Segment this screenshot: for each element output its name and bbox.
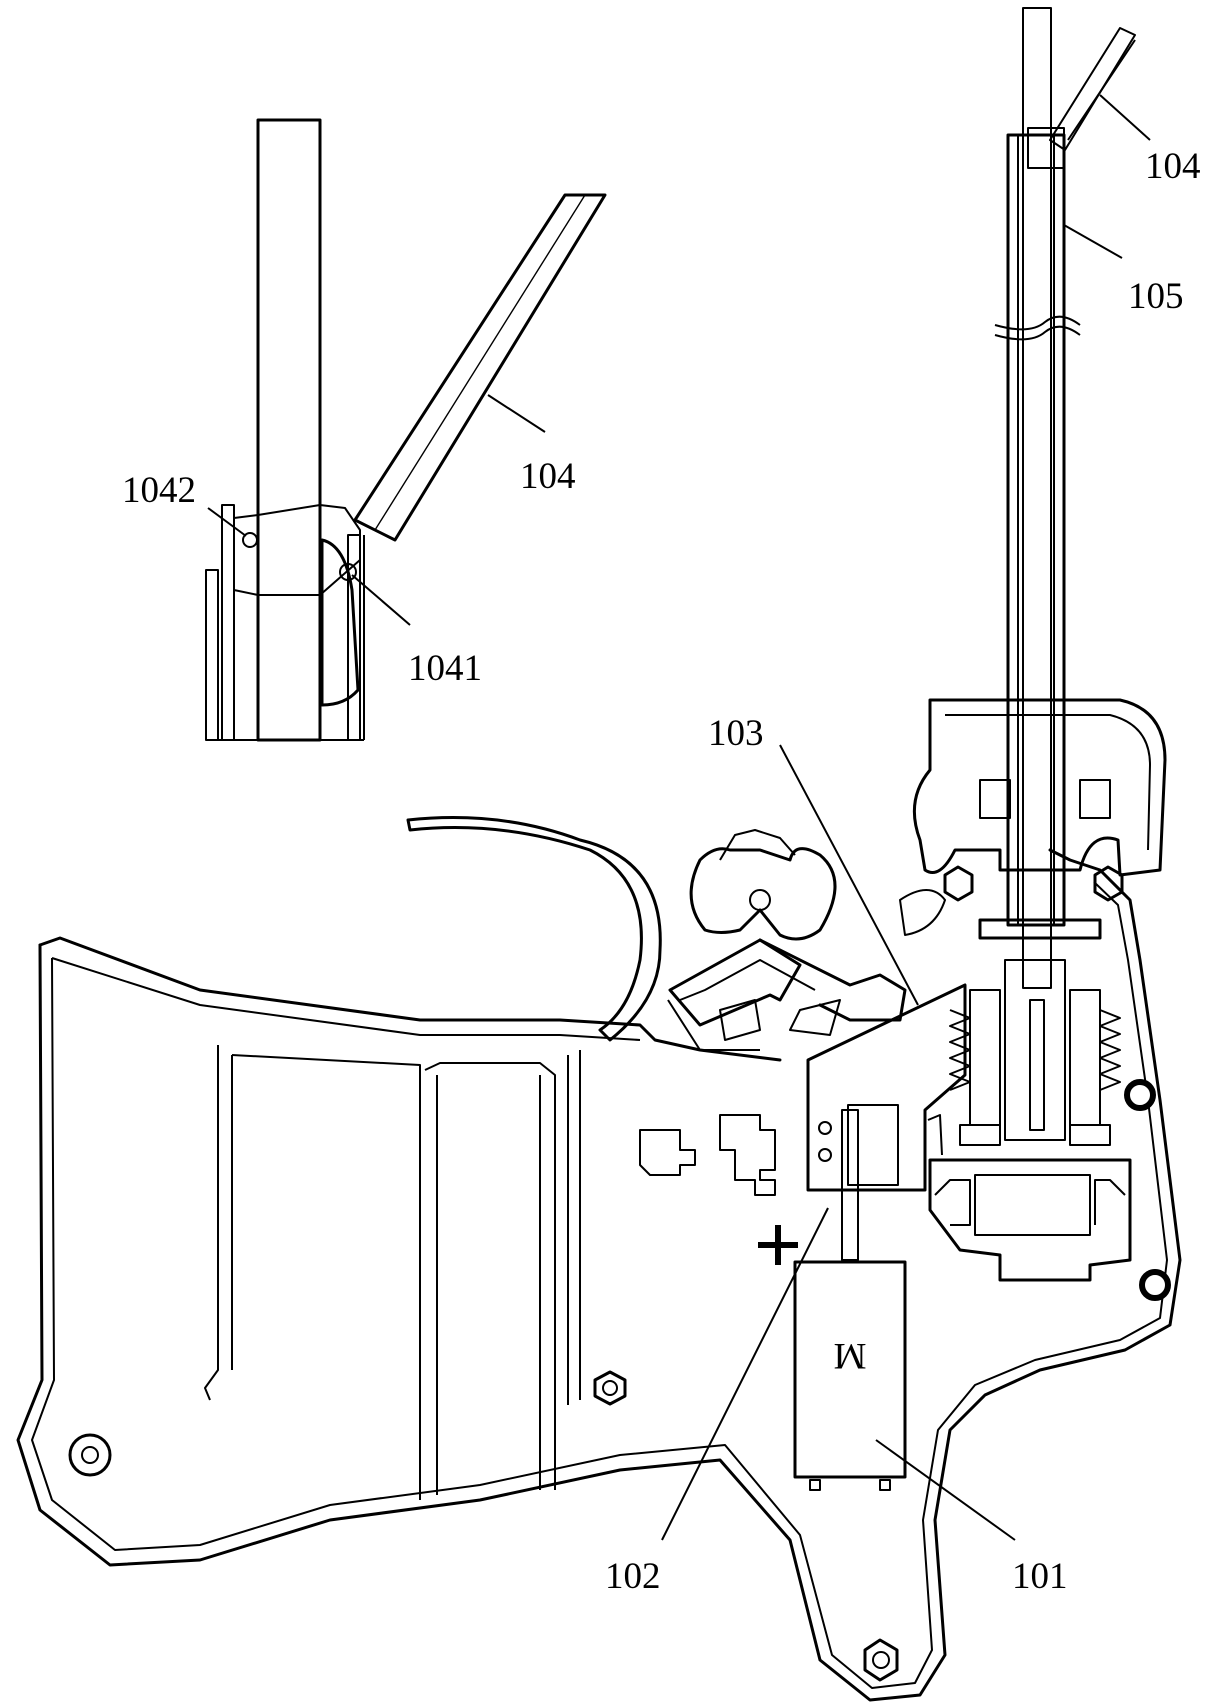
label-104-inset: 104 (520, 456, 576, 497)
housing-screw-mid (595, 1372, 625, 1404)
label-1041: 1041 (408, 648, 482, 689)
clip-parts (640, 1115, 775, 1195)
motor-mark: M (834, 1335, 867, 1376)
springs (950, 1010, 1120, 1090)
leader-1042 (208, 508, 246, 536)
inset-detail-view (206, 120, 605, 740)
handle-housing (18, 818, 1180, 1701)
hex-nut-left (945, 867, 972, 900)
housing-screw-left (70, 1435, 110, 1475)
inset-rod (258, 120, 320, 740)
lower-coupling (930, 1160, 1130, 1280)
label-101: 101 (1012, 1556, 1068, 1597)
motor: M (795, 1262, 905, 1490)
plus-mark (758, 1225, 798, 1265)
label-105: 105 (1128, 276, 1184, 317)
instrument-shaft (995, 8, 1135, 988)
label-103: 103 (708, 713, 764, 754)
leader-104-inset (488, 395, 545, 432)
label-102: 102 (605, 1556, 661, 1597)
shaft-tip-blade (1050, 28, 1135, 150)
inset-hinge-bracket (234, 505, 360, 595)
housing-ribs (205, 1045, 580, 1500)
inset-tube-walls (206, 505, 364, 740)
label-104-top: 104 (1145, 146, 1201, 187)
label-1042: 1042 (122, 470, 196, 511)
leader-105 (1064, 225, 1122, 258)
leader-104-top (1068, 40, 1135, 140)
linkage-assembly (668, 830, 945, 1050)
housing-screw-bottom (865, 1640, 897, 1680)
housing-ring-lower (1142, 1272, 1168, 1298)
leader-104-top-b (1100, 95, 1150, 140)
housing-ring-upper (1127, 1082, 1153, 1108)
shaft-sleeve (1008, 135, 1064, 925)
trigger-hook (408, 818, 660, 1041)
clamp-plate (980, 920, 1100, 938)
